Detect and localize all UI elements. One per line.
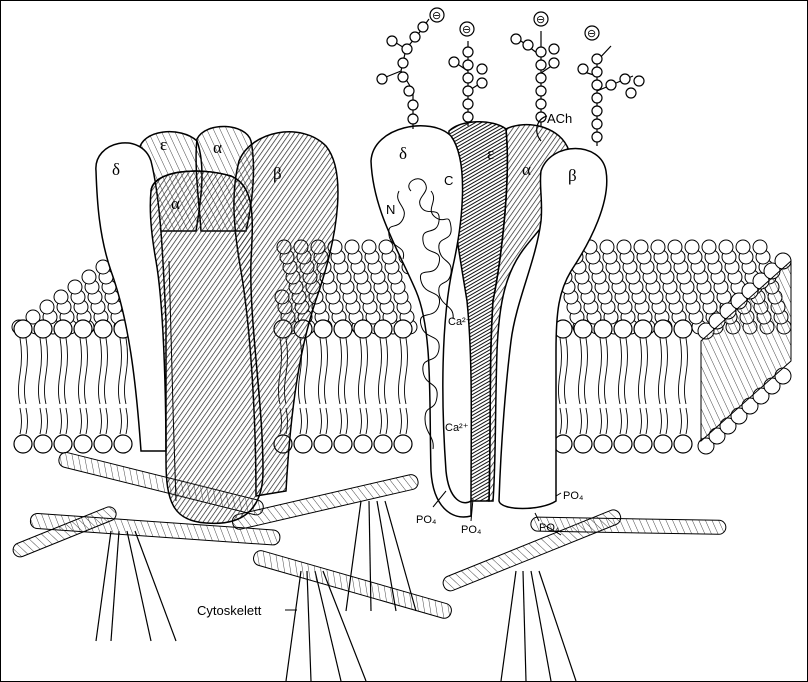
label-left-epsilon: ε (160, 135, 167, 154)
label-ach: ACh (547, 111, 572, 126)
lipid-head (614, 435, 632, 453)
lipid-head (574, 435, 592, 453)
label-right-epsilon: ε (487, 144, 494, 163)
label-po4-4: PO₄ (563, 490, 584, 502)
lipid-head (34, 320, 52, 338)
lipid-head (685, 240, 699, 254)
label-left-alpha-back: α (213, 138, 222, 157)
glycan-chain-3 (511, 12, 559, 126)
lipid-head (54, 290, 68, 304)
label-po4-2: PO₄ (461, 524, 482, 536)
lipid-head (68, 280, 82, 294)
glycan-chain-1 (377, 8, 444, 129)
label-right-beta: β (568, 166, 577, 185)
membrane-side-face (698, 253, 791, 454)
label-left-delta: δ (112, 160, 120, 179)
lipid-head (674, 320, 692, 338)
lipid-head (314, 320, 332, 338)
lipid-head (617, 240, 631, 254)
label-left-alpha-front: α (171, 194, 180, 213)
lipid-head (594, 320, 612, 338)
lipid-head (634, 240, 648, 254)
lipid-head (82, 270, 96, 284)
lipid-head (379, 240, 393, 254)
lipid-head (314, 435, 332, 453)
glycan-chain-2 (449, 22, 487, 126)
lipid-head (94, 320, 112, 338)
label-po4-3: PO₄ (539, 522, 560, 534)
lipid-head (634, 320, 652, 338)
lipid-head (54, 435, 72, 453)
lipid-head (334, 320, 352, 338)
lipid-head (14, 320, 32, 338)
lipid-head (753, 240, 767, 254)
lipid-head (345, 240, 359, 254)
lipid-head (354, 435, 372, 453)
lipid-head (702, 240, 716, 254)
label-po4-1: PO₄ (416, 514, 437, 526)
label-cytoskeleton: Cytoskelett (197, 603, 262, 618)
membrane-front-heads (14, 320, 692, 453)
lipid-head (651, 240, 665, 254)
lipid-head (654, 435, 672, 453)
lipid-head (114, 435, 132, 453)
lipid-head (294, 435, 312, 453)
lipid-head (74, 320, 92, 338)
lipid-head (719, 240, 733, 254)
label-left-beta: β (273, 164, 282, 183)
receptor-left: δ ε α β α (96, 126, 338, 523)
cytoskeleton (11, 451, 726, 681)
charge-3: ⊖ (536, 14, 545, 26)
lipid-head (34, 435, 52, 453)
lipid-head (668, 240, 682, 254)
lipid-head (362, 240, 376, 254)
lipid-head (574, 320, 592, 338)
charge-4: ⊖ (587, 28, 596, 40)
lipid-head (600, 240, 614, 254)
lipid-head (654, 320, 672, 338)
lipid-head (374, 435, 392, 453)
left-subunit-alpha-front (150, 171, 263, 523)
lipid-head (94, 435, 112, 453)
label-right-alpha: α (522, 160, 531, 179)
lipid-head (354, 320, 372, 338)
lipid-head (614, 320, 632, 338)
lipid-head (394, 320, 412, 338)
label-ca-lower: Ca²⁺ (445, 422, 469, 434)
charge-2: ⊖ (462, 24, 471, 36)
label-right-delta: δ (399, 144, 407, 163)
lipid-tails (19, 338, 688, 434)
glycan-chain-4 (578, 26, 644, 146)
charge-1: ⊖ (432, 10, 441, 22)
label-c-terminus: C (444, 173, 453, 188)
lipid-head (54, 320, 72, 338)
lipid-head (394, 435, 412, 453)
lipid-head (736, 240, 750, 254)
lipid-head (334, 435, 352, 453)
lipid-head (634, 435, 652, 453)
label-n-terminus: N (386, 202, 395, 217)
label-ca-upper: Ca²⁺ (448, 316, 472, 328)
lipid-head (14, 435, 32, 453)
lipid-head (374, 320, 392, 338)
lipid-head (74, 435, 92, 453)
lipid-head (674, 435, 692, 453)
lipid-head (594, 435, 612, 453)
lipid-head (40, 300, 54, 314)
